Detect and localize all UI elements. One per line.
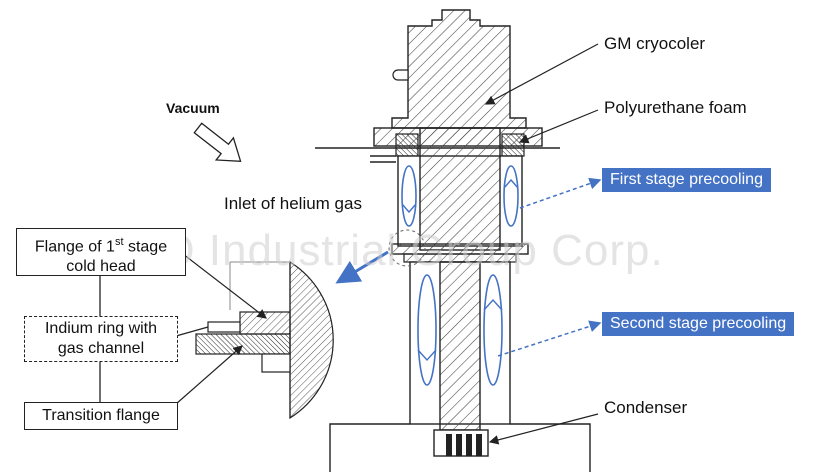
flange-box-line2: cold head [66,258,136,276]
flow-loop-first-left [401,165,417,227]
first-stage-shaft [419,127,501,251]
flow-loop-second-right [483,274,503,386]
transition-box-label: Transition flange [42,407,160,424]
indium-box-line2: gas channel [57,340,145,357]
flange-box-suffix: stage [123,238,168,256]
cryocooler-leader [484,43,599,105]
indium-box-line1: Indium ring with [44,320,158,337]
transition-flange-box: Transition flange [24,402,178,430]
side-knob [392,69,409,81]
detail-transition-flange [195,333,291,355]
inlet-label: Inlet of helium gas [224,194,362,213]
indium-ring-box: Indium ring with gas channel [24,316,178,362]
first-stage-badge: First stage precooling [602,168,771,192]
second-stage-badge: Second stage precooling [602,312,795,336]
foam-right [501,133,525,157]
indium-leader [175,326,209,337]
detail-arrow [335,250,389,284]
detail-focus-circle [388,229,426,267]
vacuum-label: Vacuum [166,100,220,116]
flange-first-stage-box: Flange of 1st stage cold head [16,228,186,276]
flange-box-prefix: Flange of 1 [34,238,115,256]
detail-view [289,260,334,420]
condenser-leader [488,413,599,445]
cryocooler-head [391,9,527,129]
first-stage-leader [519,177,602,209]
detail-flange [239,311,291,335]
second-stage-leader [497,320,602,357]
bottom-chamber [329,423,591,472]
flow-loop-second-left [417,274,437,386]
watermark-text: BO Industrial Group Corp. [130,226,664,275]
foam-left [395,133,419,157]
condenser-label: Condenser [604,398,688,417]
foam-label: Polyurethane foam [604,98,747,117]
second-stage-shaft [439,261,481,431]
flange-leader [169,243,267,319]
inlet-pipe [370,155,396,163]
detail-indium-ring [207,321,241,333]
transition-leader [175,345,243,405]
flow-loop-first-right [503,165,519,227]
cryocooler-label: GM cryocoler [604,34,706,53]
foam-leader [518,109,599,144]
flange-box-sup: st [114,236,124,248]
vacuum-arrow-icon [193,122,242,162]
